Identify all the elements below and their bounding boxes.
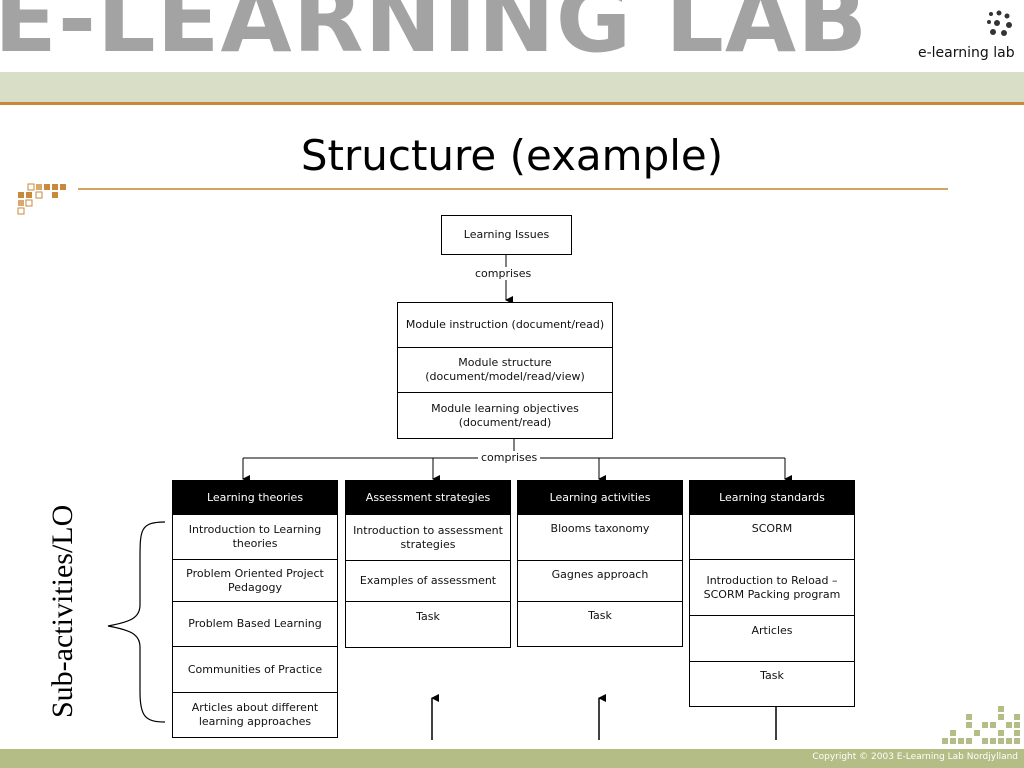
column-item: Blooms taxonomy <box>517 514 683 561</box>
column-header-learning-activities: Learning activities <box>517 480 683 515</box>
decorative-squares-icon <box>17 183 66 215</box>
footer-pixel-pattern-icon <box>942 706 1020 744</box>
sub-activities-brace <box>107 521 166 723</box>
connector-label-top: comprises <box>472 267 535 280</box>
connector-label-mid: comprises <box>478 451 541 464</box>
column-item: Communities of Practice <box>172 646 338 693</box>
root-box-learning-issues: Learning Issues <box>441 215 572 255</box>
column-item: Introduction to assessment strategies <box>345 514 511 561</box>
column-header-learning-theories: Learning theories <box>172 480 338 515</box>
column-item: Task <box>689 661 855 707</box>
footer-band <box>0 749 1024 768</box>
column-item: Articles <box>689 615 855 662</box>
header-rule <box>0 102 1024 105</box>
column-item: Task <box>517 601 683 647</box>
column-item: SCORM <box>689 514 855 560</box>
column-header-assessment-strategies: Assessment strategies <box>345 480 511 515</box>
logo-text: e-learning lab <box>918 45 1015 61</box>
slide-title: Structure (example) <box>300 131 724 180</box>
banner-text: E-LEARNING LAB <box>0 0 869 72</box>
module-box-instruction: Module instruction (document/read) <box>397 302 613 348</box>
footer-copyright: Copyright © 2003 E-Learning Lab Nordjyll… <box>812 752 1018 762</box>
column-header-learning-standards: Learning standards <box>689 480 855 515</box>
column-item: Task <box>345 601 511 648</box>
column-item: Articles about different learning approa… <box>172 692 338 738</box>
logo-dots-icon <box>987 10 1012 36</box>
column-item: Introduction to Reload – SCORM Packing p… <box>689 559 855 616</box>
column-item: Problem Oriented Project Pedagogy <box>172 559 338 602</box>
column-item: Introduction to Learning theories <box>172 514 338 560</box>
column-item: Examples of assessment <box>345 560 511 602</box>
title-rule <box>78 188 948 190</box>
header-strip <box>0 72 1024 102</box>
module-box-structure: Module structure (document/model/read/vi… <box>397 347 613 393</box>
side-label-sub-activities: Sub-activities/LO <box>46 504 79 718</box>
module-box-objectives: Module learning objectives (document/rea… <box>397 392 613 439</box>
column-item: Gagnes approach <box>517 560 683 602</box>
header-banner: E-LEARNING LAB <box>0 0 1024 72</box>
column-item: Problem Based Learning <box>172 601 338 647</box>
